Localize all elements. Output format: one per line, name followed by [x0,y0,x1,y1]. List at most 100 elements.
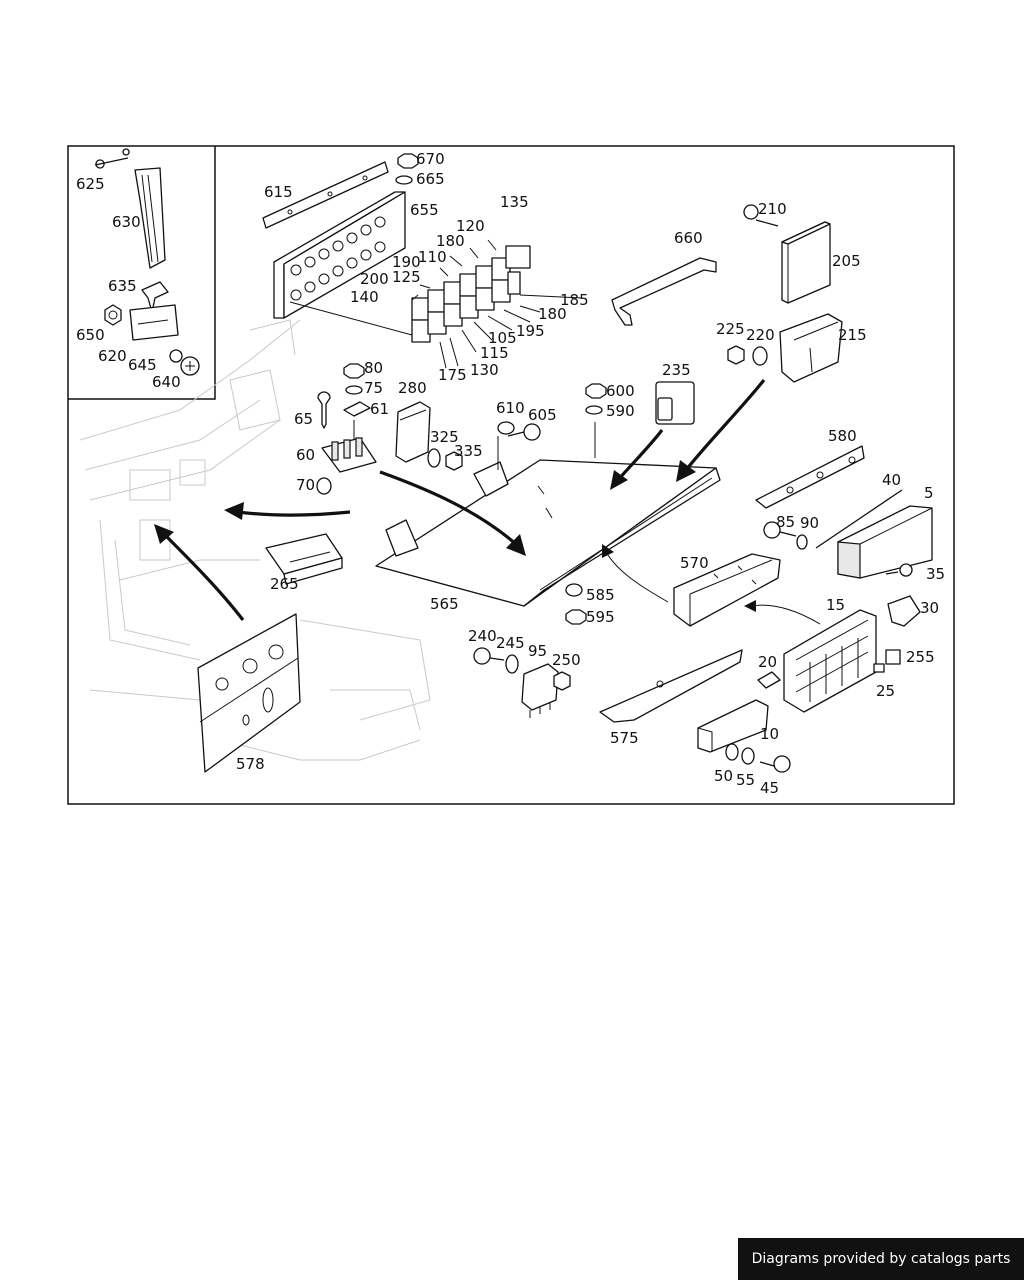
label-220: 220 [746,326,775,344]
diagram-frame [67,145,955,805]
relay-stack [411,245,531,343]
dashboard-background [79,319,431,761]
label-85: 85 [776,513,795,531]
assembly-arrows [154,379,821,625]
holder-215 [727,313,843,383]
label-90: 90 [800,514,819,532]
label-640: 640 [152,373,181,391]
relay-board-assembly [262,153,531,343]
label-655: 655 [410,201,439,219]
label-70: 70 [296,476,315,494]
inset-frame [68,146,216,400]
module-265 [265,533,343,585]
inset-parts [94,148,200,376]
label-580: 580 [828,427,857,445]
relay-95-group [473,647,571,718]
label-578: 578 [236,755,265,773]
label-620: 620 [98,347,127,365]
panel-578 [197,613,301,773]
label-40: 40 [882,471,901,489]
label-610: 610 [496,399,525,417]
tray-565 [375,459,721,607]
label-265: 265 [270,575,299,593]
label-130: 130 [470,361,499,379]
cover-5 [837,505,933,579]
fasteners-50-55-45 [725,743,791,773]
label-55: 55 [736,771,755,789]
label-325: 325 [430,428,459,446]
label-570: 570 [680,554,709,572]
label-120: 120 [456,217,485,235]
label-175: 175 [438,366,467,384]
label-625: 625 [76,175,105,193]
label-595: 595 [586,608,615,626]
label-600: 600 [606,382,635,400]
fuse-255 [873,649,901,673]
label-255: 255 [906,648,935,666]
footer-credit: Diagrams provided by catalogs parts [738,1238,1024,1280]
label-75: 75 [364,379,383,397]
label-125: 125 [392,268,421,286]
label-245: 245 [496,634,525,652]
label-95: 95 [528,642,547,660]
label-605: 605 [528,406,557,424]
label-590: 590 [606,402,635,420]
label-185: 185 [560,291,589,309]
label-210: 210 [758,200,787,218]
label-105: 105 [488,329,517,347]
box-10 [697,699,769,753]
label-15: 15 [826,596,845,614]
label-20: 20 [758,653,777,671]
clip-30 [887,595,921,627]
label-630: 630 [112,213,141,231]
label-615: 615 [264,183,293,201]
label-190: 190 [392,253,421,271]
label-235: 235 [662,361,691,379]
relay-280 [395,401,463,471]
label-585: 585 [586,586,615,604]
label-5: 5 [924,484,934,502]
label-180a: 180 [436,232,465,250]
label-10: 10 [760,725,779,743]
bracket-660 [611,257,717,326]
label-225: 225 [716,320,745,338]
bracket-580 [755,445,865,509]
label-200: 200 [360,270,389,288]
label-665: 665 [416,170,445,188]
label-240: 240 [468,627,497,645]
label-575: 575 [610,729,639,747]
fasteners-center [497,383,607,625]
label-635: 635 [108,277,137,295]
label-61: 61 [370,400,389,418]
label-565: 565 [430,595,459,613]
label-65: 65 [294,410,313,428]
label-25: 25 [876,682,895,700]
label-30: 30 [920,599,939,617]
connector-strip-60 [316,363,377,495]
callout-labels: 625 630 635 650 620 645 640 615 670 665 … [76,150,945,797]
label-670: 670 [416,150,445,168]
label-645: 645 [128,356,157,374]
box-570 [673,553,781,627]
leader-lines [353,239,596,470]
label-45: 45 [760,779,779,797]
label-335: 335 [454,442,483,460]
label-195: 195 [516,322,545,340]
label-135: 135 [500,193,529,211]
label-280: 280 [398,379,427,397]
label-110: 110 [418,248,447,266]
label-180b: 180 [538,305,567,323]
plate-575 [599,649,743,723]
fuse-block-15 [783,609,877,713]
label-60: 60 [296,446,315,464]
label-50: 50 [714,767,733,785]
label-80: 80 [364,359,383,377]
label-115: 115 [480,344,509,362]
label-140: 140 [350,288,379,306]
bulb-20 [757,671,781,689]
connector-235 [655,381,695,425]
relay-205 [743,204,831,304]
label-205: 205 [832,252,861,270]
label-215: 215 [838,326,867,344]
